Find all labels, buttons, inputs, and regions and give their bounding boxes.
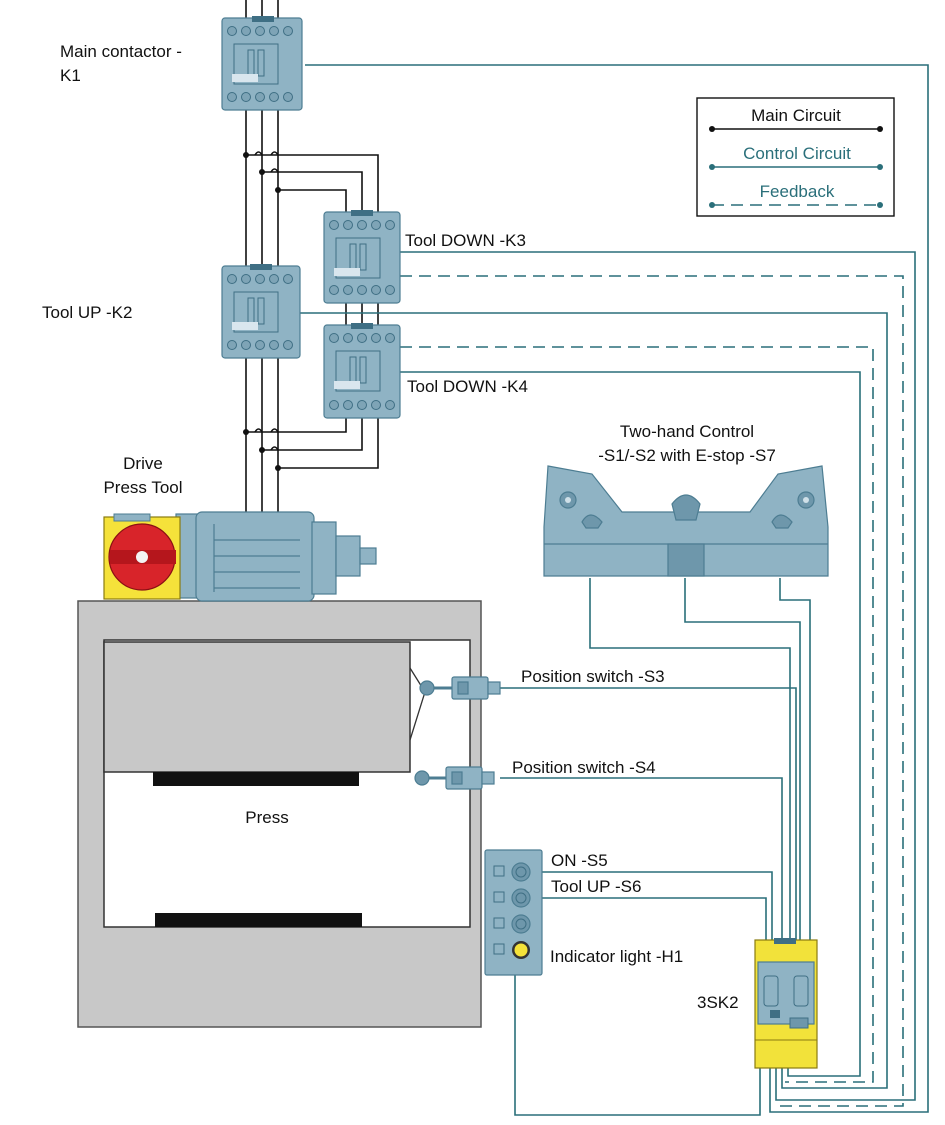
label-press: Press [245,808,288,827]
safety-relay-3sk2 [754,938,818,1069]
legend-control-label: Control Circuit [743,144,851,163]
legend-main-label: Main Circuit [751,106,841,125]
contactor-k1 [221,16,303,111]
label-drive-line1: Drive [123,454,163,473]
label-drive-line2: Press Tool [103,478,182,497]
contactor-k3 [323,210,401,304]
position-switch-s4 [414,766,495,790]
label-two-hand-line1: Two-hand Control [620,422,754,441]
label-two-hand-line2: -S1/-S2 with E-stop -S7 [598,446,776,465]
contactor-k2 [221,264,301,359]
label-k1-line2: K1 [60,66,81,85]
label-3sk2: 3SK2 [697,993,739,1012]
drive-motor [175,511,377,602]
label-k4: Tool DOWN -K4 [407,377,528,396]
legend: Main Circuit Control Circuit Feedback [696,97,895,217]
label-s4: Position switch -S4 [512,758,656,777]
label-s5: ON -S5 [551,851,608,870]
operator-panel [484,849,543,976]
label-h1: Indicator light -H1 [550,947,683,966]
main-switch [103,513,181,600]
control-circuit-wires [300,64,929,1116]
label-s6: Tool UP -S6 [551,877,641,896]
press-frame [77,600,482,1028]
label-k3: Tool DOWN -K3 [405,231,526,250]
two-hand-control [543,465,829,577]
label-k1-line1: Main contactor - [60,42,182,61]
labels: Main contactor - K1 Tool UP -K2 Tool DOW… [42,42,776,1012]
feedback-wires [400,275,904,1107]
label-s3: Position switch -S3 [521,667,665,686]
contactor-k4 [323,323,401,419]
position-switch-s3 [419,676,501,700]
label-k2: Tool UP -K2 [42,303,132,322]
legend-feedback-label: Feedback [760,182,835,201]
